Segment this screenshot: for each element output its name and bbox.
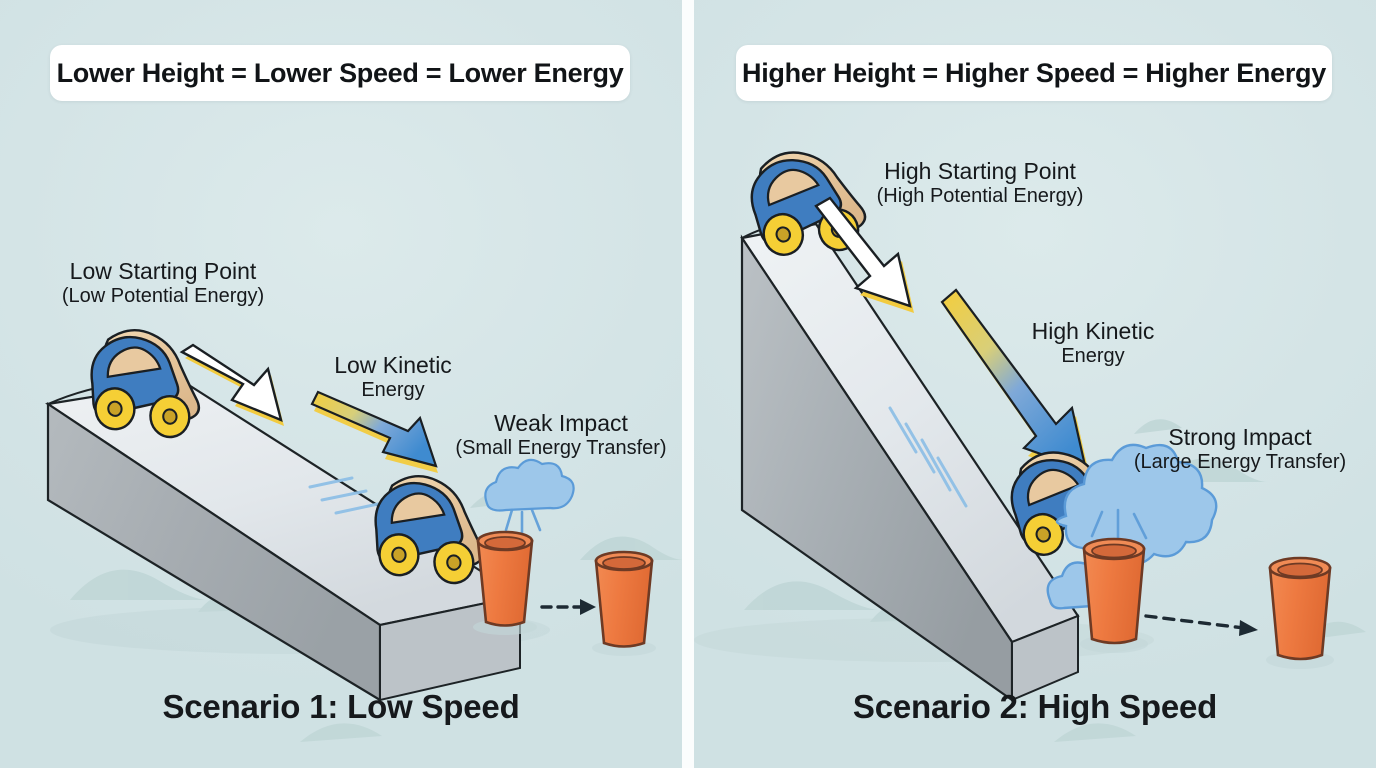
displacement-arrow [1144, 614, 1258, 636]
toy-car-bottom [374, 474, 485, 585]
caption-high: Scenario 2: High Speed [852, 688, 1218, 725]
bucket-displaced [1266, 556, 1334, 669]
kinetic-energy-arrow [940, 288, 1090, 478]
car-wheel [1022, 513, 1065, 556]
header-text-high: Higher Height = Higher Speed = Higher En… [742, 57, 1326, 88]
speed-lines [888, 406, 968, 508]
scene-high-speed [694, 151, 1366, 742]
car-wheel [378, 533, 420, 577]
panel-high-speed: Higher Height = Higher Speed = Higher En… [694, 0, 1376, 768]
white-direction-arrow [179, 343, 284, 426]
scene-low-speed [45, 328, 682, 742]
annotation-starting-point-high: High Starting Point (High Potential Ener… [876, 158, 1084, 208]
car-wheel [762, 213, 805, 256]
annotation-impact-high: Strong Impact (Large Energy Transfer) [1133, 424, 1347, 474]
bucket-displaced [592, 550, 656, 656]
toy-car-top [90, 328, 201, 439]
caption-low: Scenario 1: Low Speed [162, 688, 520, 725]
kinetic-energy-arrow [310, 390, 438, 473]
car-wheel [94, 387, 136, 431]
bucket-hit [1080, 537, 1148, 653]
panel-low-speed: Lower Height = Lower Speed = Lower Energ… [0, 0, 682, 768]
white-direction-arrow [814, 196, 914, 313]
bucket-hit [473, 530, 537, 635]
annotation-starting-point-low: Low Starting Point (Low Potential Energy… [61, 258, 265, 308]
header-pill-high: Higher Height = Higher Speed = Higher En… [736, 45, 1332, 101]
car-wheel [149, 394, 191, 439]
panel-divider [682, 0, 694, 768]
impact-cloud-small [484, 458, 575, 536]
ramp-high [740, 221, 1080, 703]
car-wheel [433, 540, 475, 585]
annotation-kinetic-energy-high: High Kinetic Energy [1031, 318, 1155, 368]
annotation-kinetic-energy-low: Low Kinetic Energy [334, 352, 452, 402]
header-text-low: Lower Height = Lower Speed = Lower Energ… [56, 57, 624, 88]
header-pill-low: Lower Height = Lower Speed = Lower Energ… [50, 45, 630, 101]
displacement-arrow [540, 599, 596, 615]
annotation-impact-low: Weak Impact (Small Energy Transfer) [455, 410, 667, 460]
speed-lines [308, 476, 380, 515]
